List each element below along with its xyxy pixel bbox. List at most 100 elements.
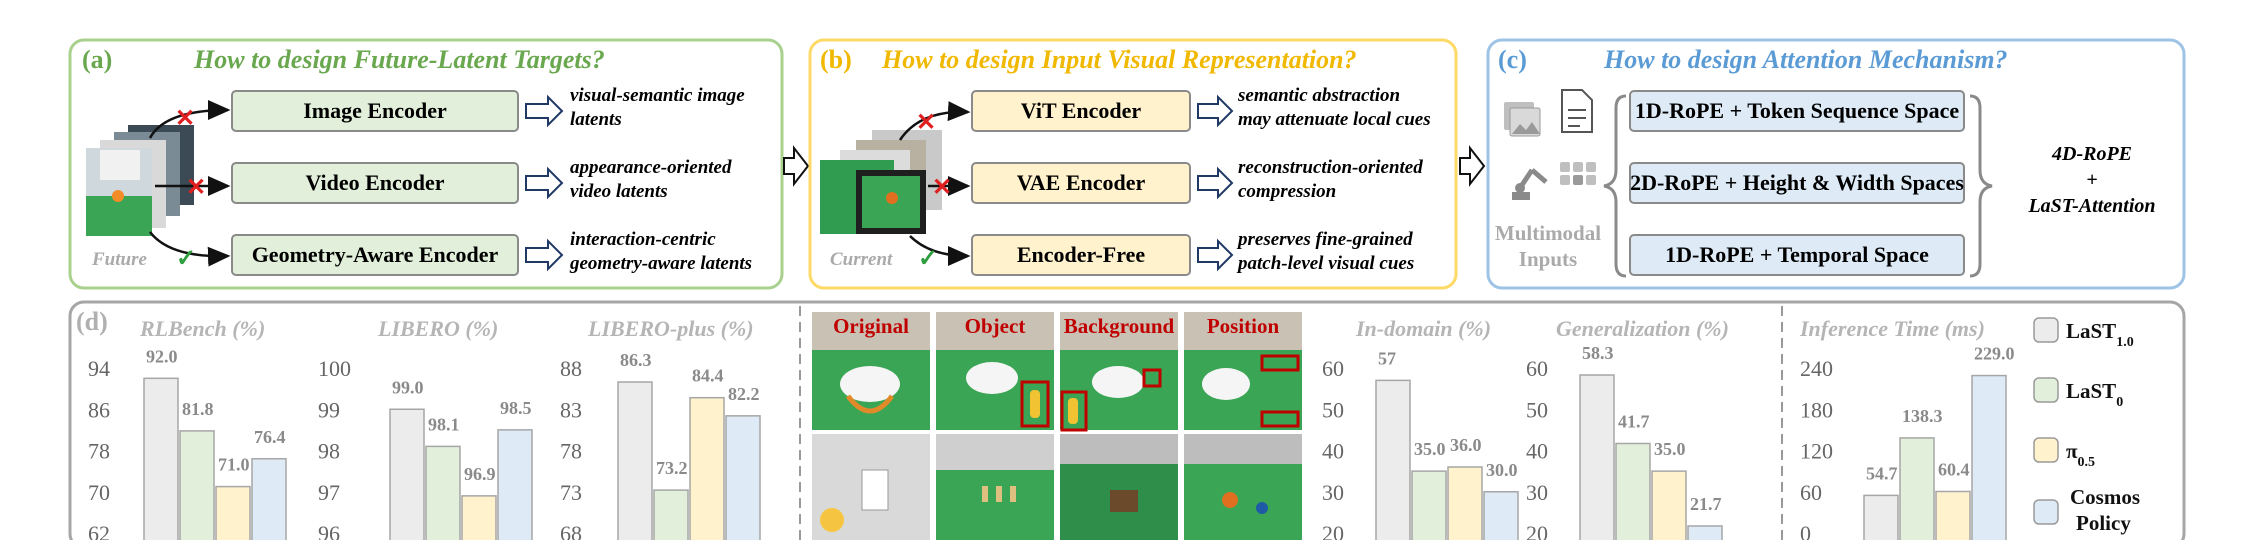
- check-mark-icon: ✓: [176, 246, 196, 272]
- y-tick-label: 50: [1322, 397, 1344, 422]
- panel-c: (c) How to design Attention Mechanism?: [1486, 38, 2186, 290]
- token-grid-icon: [1560, 162, 1596, 185]
- note-geometry-line2: geometry-aware latents: [569, 253, 752, 274]
- hollow-arrow-icon: [525, 94, 564, 128]
- y-tick-label: 60: [1526, 356, 1548, 381]
- photo-label-background: Background: [1064, 314, 1175, 338]
- video-encoder-label: Video Encoder: [305, 170, 444, 195]
- note-free-line2: patch-level visual cues: [1236, 253, 1414, 274]
- hollow-arrow-icon: [525, 166, 564, 200]
- bar-rlbench-cosmos: [251, 458, 287, 540]
- vae-encoder-label: VAE Encoder: [1017, 170, 1146, 195]
- data-label-libero-plus-cosmos: 82.2: [728, 384, 760, 404]
- rope-spatial-label: 2D-RoPE + Height & Width Spaces: [1630, 170, 1964, 195]
- note-image-line1: visual-semantic image: [570, 85, 745, 106]
- bar-libero-last0: [425, 445, 461, 540]
- bar-rlbench-last0: [179, 430, 215, 540]
- bar-inference-time-ms-cosmos: [1971, 374, 2007, 540]
- y-tick-label: 68: [560, 521, 582, 540]
- note-vae-line2: compression: [1238, 181, 1336, 202]
- panel-c-border: [1486, 38, 2186, 290]
- left-brace: [1603, 94, 1627, 278]
- bar-libero-last10: [389, 408, 425, 540]
- panel-connector-arrow-icon: [783, 145, 810, 187]
- current-caption: Current: [830, 249, 893, 270]
- photo-original: [812, 312, 930, 430]
- y-tick-label: 62: [88, 521, 110, 540]
- chart-inference-time: Inference Time (ms)24018012060054.7138.3…: [1799, 316, 2015, 540]
- arrow-to-image-encoder: [148, 100, 231, 139]
- data-label-libero-pi05: 96.9: [464, 464, 496, 484]
- y-tick-label: 83: [560, 397, 582, 422]
- legend-label-last0: LaST0: [2066, 379, 2123, 410]
- y-tick-label: 73: [560, 480, 582, 505]
- data-label-in-domain-cosmos: 30.0: [1486, 460, 1518, 480]
- arrow-to-geometry-encoder: [149, 231, 231, 267]
- data-label-generalization-last0: 41.7: [1618, 411, 1650, 431]
- image-modality-icon: [1504, 102, 1541, 137]
- bar-generalization-last10: [1579, 374, 1615, 540]
- y-tick-label: 180: [1800, 397, 1833, 422]
- data-label-rlbench-last0: 81.8: [182, 399, 214, 419]
- panel-b-title: How to design Input Visual Representatio…: [881, 45, 1357, 74]
- right-brace: [1969, 94, 1993, 278]
- panel-b-tag: (b): [820, 45, 852, 74]
- data-label-rlbench-cosmos: 76.4: [254, 427, 286, 447]
- chart-title-libero: LIBERO (%): [377, 316, 498, 341]
- panel-c-tag: (c): [1498, 45, 1527, 74]
- bar-libero-plus-last10: [617, 381, 653, 540]
- data-label-rlbench-last10: 92.0: [146, 346, 178, 366]
- chart-title-rlbench: RLBench (%): [139, 316, 265, 341]
- data-label-libero-cosmos: 98.5: [500, 398, 532, 418]
- legend-swatch-pi05: [2033, 437, 2059, 463]
- legend-label-pi05: π0.5: [2066, 439, 2095, 470]
- chart-title-generalization: Generalization (%): [1556, 316, 1729, 341]
- result-line1: 4D-RoPE: [2051, 143, 2132, 165]
- hollow-arrow-icon: [1197, 238, 1234, 272]
- data-label-libero-plus-last10: 86.3: [620, 350, 652, 370]
- rope-temporal-label: 1D-RoPE + Temporal Space: [1665, 242, 1929, 267]
- panel-d-border: [68, 300, 2186, 540]
- data-label-inference-time-ms-last0: 138.3: [1902, 406, 1943, 426]
- bar-inference-time-ms-last10: [1863, 494, 1899, 540]
- data-label-libero-plus-last0: 73.2: [656, 458, 688, 478]
- future-caption: Future: [91, 249, 147, 270]
- note-free-line1: preserves fine-grained: [1236, 229, 1413, 250]
- panel-b: (b) How to design Input Visual Represent…: [808, 38, 1458, 290]
- y-tick-label: 70: [88, 480, 110, 505]
- image-encoder-box: [231, 90, 519, 132]
- arrow-to-encoder-free: [909, 235, 971, 266]
- y-tick-label: 94: [88, 356, 110, 381]
- cross-mark-icon: ✕: [186, 175, 206, 201]
- photo-label-original: Original: [833, 314, 909, 338]
- bar-generalization-pi05: [1651, 470, 1687, 540]
- note-vae-line1: reconstruction-oriented: [1238, 157, 1423, 178]
- photo-real-1: [812, 434, 930, 540]
- data-label-in-domain-pi05: 36.0: [1450, 435, 1482, 455]
- note-vit-line2: may attenuate local cues: [1238, 109, 1431, 130]
- y-tick-label: 98: [318, 439, 340, 464]
- chart-title-inference-time-ms: Inference Time (ms): [1799, 316, 1985, 341]
- note-image-line2: latents: [570, 109, 622, 130]
- cross-mark-icon: ✕: [932, 175, 952, 201]
- hollow-arrow-icon: [1197, 166, 1234, 200]
- data-label-libero-plus-pi05: 84.4: [692, 366, 724, 386]
- y-tick-label: 60: [1322, 356, 1344, 381]
- legend-swatch-cosmos: [2033, 499, 2059, 525]
- current-frames-image: [820, 130, 942, 234]
- panel-a-title: How to design Future-Latent Targets?: [193, 45, 605, 74]
- vae-encoder-box: [971, 162, 1191, 204]
- y-tick-label: 0: [1800, 521, 1811, 540]
- panel-a-tag: (a): [82, 45, 112, 74]
- image-encoder-label: Image Encoder: [303, 98, 447, 123]
- photo-position: [1184, 312, 1302, 430]
- panel-connector-arrow-icon: [1459, 145, 1486, 187]
- photo-real-3: [1060, 434, 1178, 540]
- rope-token-label: 1D-RoPE + Token Sequence Space: [1635, 98, 1959, 123]
- bar-in-domain-pi05: [1447, 466, 1483, 540]
- photo-background: [1060, 312, 1178, 432]
- photo-label-position: Position: [1207, 314, 1280, 338]
- legend-swatch-last10: [2033, 317, 2059, 343]
